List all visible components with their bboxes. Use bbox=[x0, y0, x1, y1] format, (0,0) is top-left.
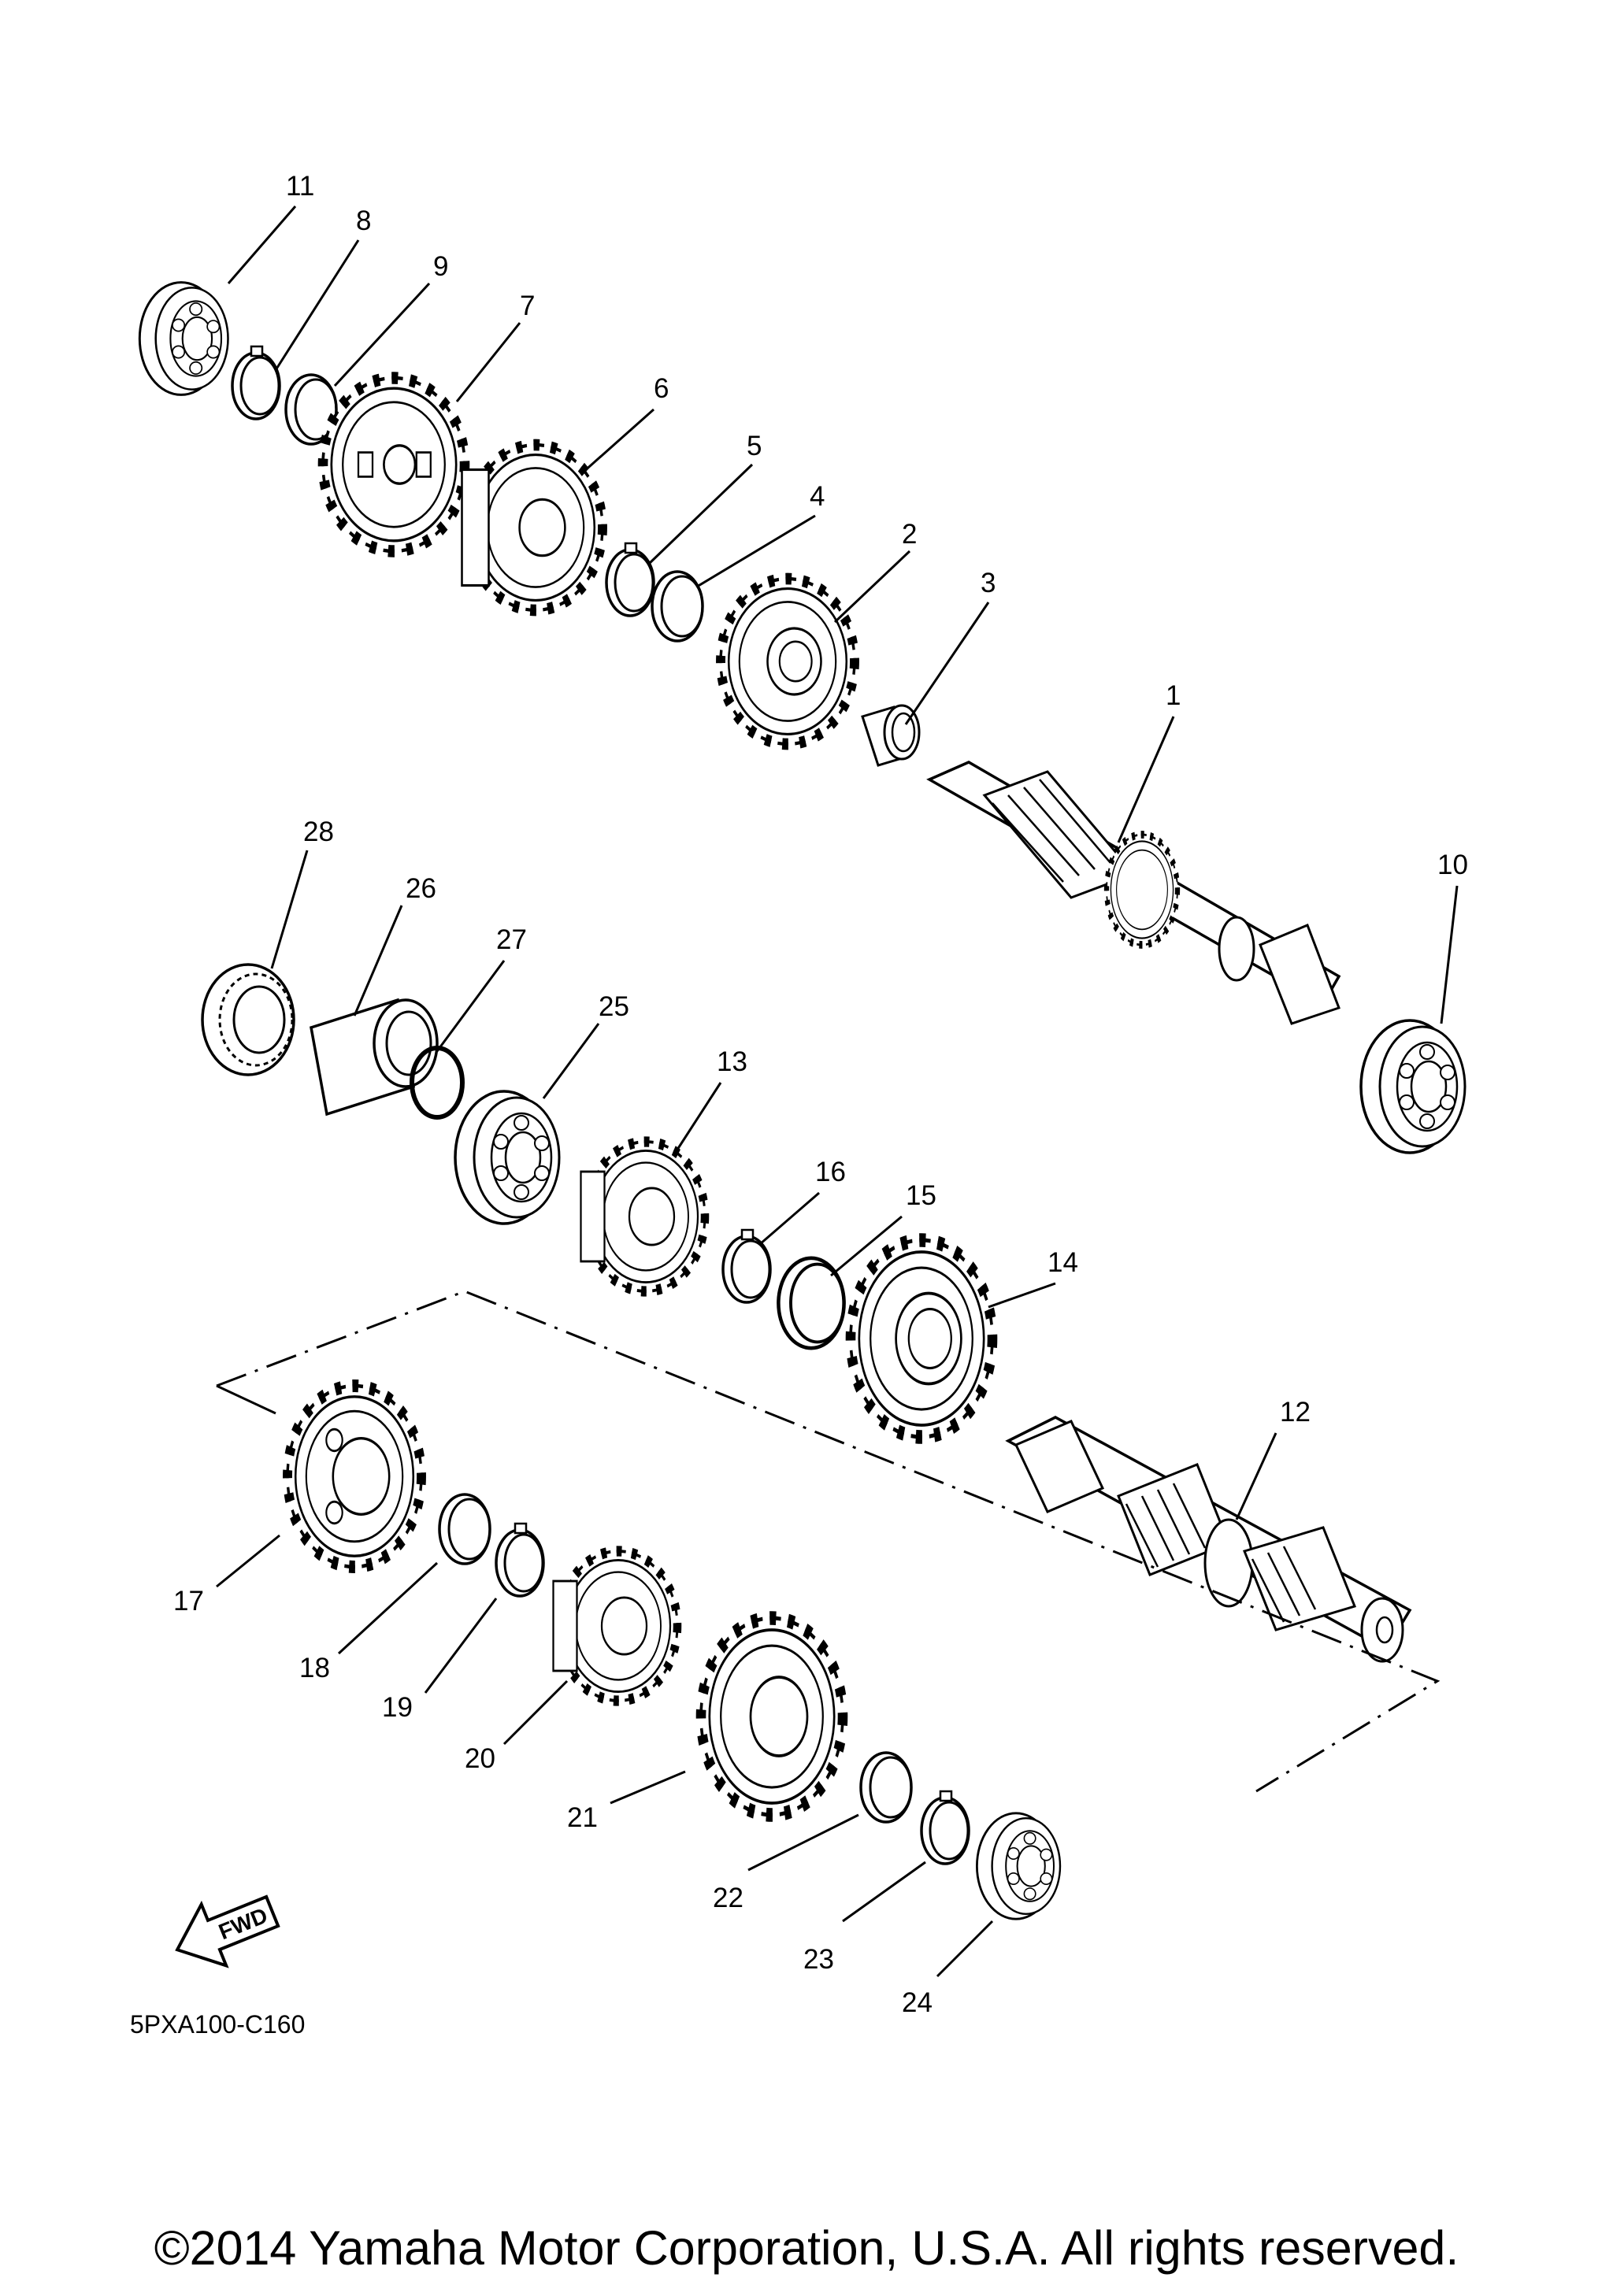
callout-18: 18 bbox=[299, 1653, 330, 1683]
callout-1: 1 bbox=[1166, 680, 1181, 711]
part-19-circlip bbox=[495, 1522, 545, 1598]
callout-10: 10 bbox=[1437, 850, 1468, 880]
callout-17: 17 bbox=[173, 1586, 204, 1616]
part-24-bearing bbox=[976, 1812, 1062, 1920]
callout-12: 12 bbox=[1280, 1397, 1311, 1428]
part-3-bushing bbox=[861, 704, 921, 767]
callout-5: 5 bbox=[747, 431, 762, 461]
callout-15: 15 bbox=[906, 1180, 936, 1211]
callout-23: 23 bbox=[803, 1944, 834, 1975]
part-14-gear bbox=[851, 1240, 992, 1437]
callout-7: 7 bbox=[520, 291, 535, 321]
callout-22: 22 bbox=[713, 1883, 743, 1913]
callout-labels: 1 2 3 4 5 6 7 8 9 10 11 12 13 14 15 16 1… bbox=[173, 171, 1468, 2018]
part-8-circlip bbox=[231, 345, 281, 420]
part-25-bearing bbox=[454, 1090, 561, 1225]
callout-11: 11 bbox=[286, 171, 314, 202]
callout-19: 19 bbox=[382, 1692, 413, 1723]
part-28-oil-seal bbox=[201, 963, 295, 1076]
callout-4: 4 bbox=[810, 481, 825, 512]
callout-24: 24 bbox=[902, 1987, 933, 2018]
callout-28: 28 bbox=[303, 817, 334, 847]
part-1-main-axle bbox=[926, 761, 1341, 1025]
part-11-bearing bbox=[138, 281, 229, 396]
part-20-gear bbox=[552, 1551, 678, 1701]
part-12-drive-axle bbox=[1005, 1416, 1412, 1663]
part-27-o-ring bbox=[410, 1046, 465, 1120]
callout-2: 2 bbox=[902, 519, 917, 550]
part-23-circlip bbox=[920, 1790, 970, 1865]
callout-25: 25 bbox=[599, 991, 629, 1022]
callout-8: 8 bbox=[356, 206, 371, 236]
callout-27: 27 bbox=[496, 924, 527, 955]
callout-20: 20 bbox=[465, 1743, 495, 1774]
part-22-washer bbox=[859, 1751, 913, 1824]
part-10-bearing bbox=[1359, 1019, 1467, 1154]
callout-16: 16 bbox=[815, 1157, 846, 1187]
part-13-gear bbox=[580, 1142, 706, 1291]
part-2-gear bbox=[721, 579, 855, 744]
callout-6: 6 bbox=[654, 373, 669, 404]
part-4-washer bbox=[651, 570, 704, 643]
callout-26: 26 bbox=[406, 873, 436, 904]
fwd-arrow-icon: FWD bbox=[175, 1894, 280, 1968]
callout-3: 3 bbox=[981, 568, 996, 598]
assembly-boundary bbox=[216, 1290, 1441, 1793]
part-21-gear bbox=[701, 1618, 843, 1815]
part-26-collar bbox=[310, 998, 439, 1117]
callout-13: 13 bbox=[717, 1046, 747, 1077]
part-18-washer bbox=[438, 1493, 491, 1565]
drawing-code: 5PXA100-C160 bbox=[130, 2010, 305, 2039]
callout-9: 9 bbox=[433, 251, 448, 282]
callout-14: 14 bbox=[1048, 1247, 1078, 1278]
part-6-gear bbox=[461, 445, 603, 610]
callout-21: 21 bbox=[567, 1802, 598, 1833]
part-7-gear bbox=[323, 378, 465, 551]
part-5-circlip bbox=[605, 542, 655, 617]
part-17-gear bbox=[287, 1386, 421, 1567]
copyright-notice: ©2014 Yamaha Motor Corporation, U.S.A. A… bbox=[154, 2221, 1459, 2275]
leader-lines bbox=[216, 206, 1459, 1978]
